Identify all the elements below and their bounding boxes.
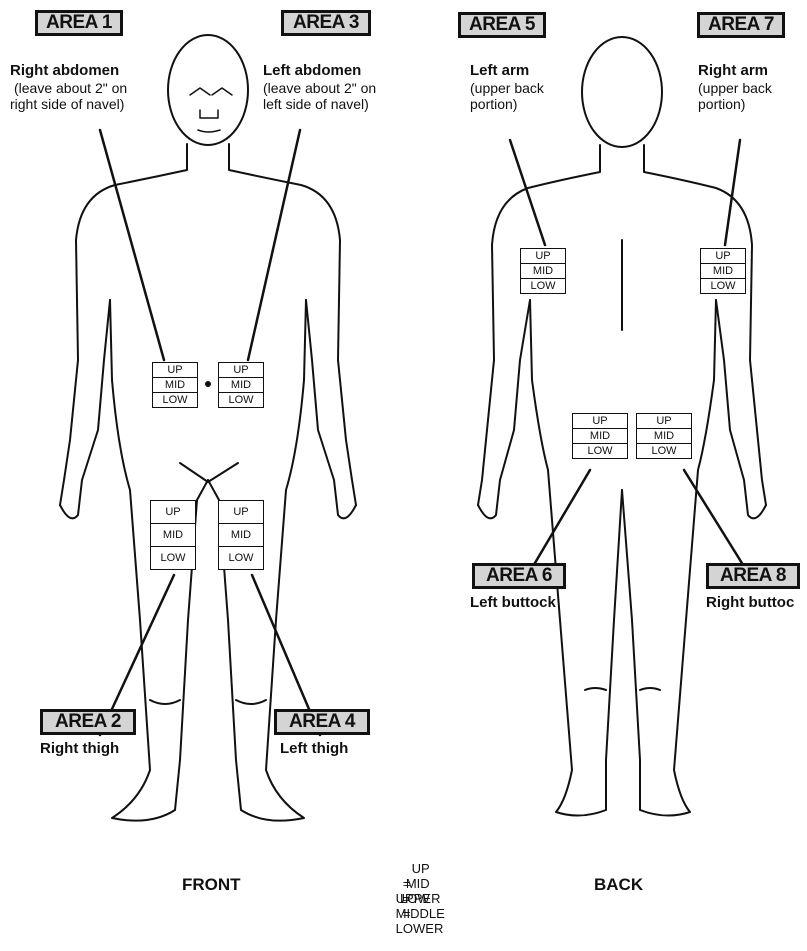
zone-mid: MID (219, 378, 263, 393)
zone-low: LOW (151, 547, 195, 569)
legend-equals: = (396, 906, 418, 921)
area-4-title: Left thigh (280, 740, 348, 757)
area-4-badge: AREA 4 (274, 709, 370, 735)
zone-mid: MID (573, 429, 627, 444)
zone-up: UP (153, 363, 197, 378)
zone-low: LOW (219, 393, 263, 407)
legend-row-low: LOW = LOWER (374, 876, 443, 951)
injection-site-diagram: AREA 1 Right abdomen (leave about 2" on … (0, 0, 807, 904)
area-5-zones: UP MID LOW (520, 248, 566, 294)
zone-mid: MID (153, 378, 197, 393)
area-5-badge: AREA 5 (458, 12, 546, 38)
area-7-zones: UP MID LOW (700, 248, 746, 294)
zone-mid: MID (219, 524, 263, 547)
area-6-zones: UP MID LOW (572, 413, 628, 459)
zone-up: UP (219, 501, 263, 524)
area-6-badge: AREA 6 (472, 563, 566, 589)
area-1-badge: AREA 1 (35, 10, 123, 36)
navel-dot (205, 381, 211, 387)
area-5-title: Left arm (470, 62, 529, 79)
area-5-note-line1: (upper back (470, 80, 544, 96)
zone-low: LOW (153, 393, 197, 407)
area-4-zones: UP MID LOW (218, 500, 264, 570)
area-3-badge: AREA 3 (281, 10, 371, 36)
zone-up: UP (701, 249, 745, 264)
area-8-title: Right buttoc (706, 594, 794, 611)
back-view-label: BACK (594, 875, 643, 895)
area-6-title: Left buttock (470, 594, 556, 611)
zone-up: UP (219, 363, 263, 378)
front-body-outline (60, 35, 356, 821)
zone-low: LOW (521, 279, 565, 293)
zone-up: UP (573, 414, 627, 429)
area-7-note-line1: (upper back (698, 80, 772, 96)
zone-mid: MID (637, 429, 691, 444)
area-2-zones: UP MID LOW (150, 500, 196, 570)
area-1-note-line2: right side of navel) (10, 96, 124, 112)
area-3-zones: UP MID LOW (218, 362, 264, 408)
area-7-title: Right arm (698, 62, 768, 79)
zone-up: UP (637, 414, 691, 429)
zone-up: UP (151, 501, 195, 524)
area-5-note-line2: portion) (470, 96, 517, 112)
area-2-title: Right thigh (40, 740, 119, 757)
area-7-badge: AREA 7 (697, 12, 785, 38)
zone-mid: MID (151, 524, 195, 547)
area-7-note-line2: portion) (698, 96, 745, 112)
zone-mid: MID (701, 264, 745, 279)
area-1-zones: UP MID LOW (152, 362, 198, 408)
area-3-note-line2: left side of navel) (263, 96, 369, 112)
area-8-badge: AREA 8 (706, 563, 800, 589)
zone-low: LOW (219, 547, 263, 569)
area-2-badge: AREA 2 (40, 709, 136, 735)
zone-up: UP (521, 249, 565, 264)
area-3-note-line1: (leave about 2" on (263, 80, 376, 96)
front-view-label: FRONT (182, 875, 241, 895)
zone-low: LOW (573, 444, 627, 458)
area-1-title: Right abdomen (10, 62, 119, 79)
zone-low: LOW (637, 444, 691, 458)
area-3-title: Left abdomen (263, 62, 361, 79)
zone-low: LOW (701, 279, 745, 293)
legend-full: LOWER (396, 921, 444, 936)
area-1-note-line1: (leave about 2" on (14, 80, 127, 96)
area-8-zones: UP MID LOW (636, 413, 692, 459)
zone-mid: MID (521, 264, 565, 279)
